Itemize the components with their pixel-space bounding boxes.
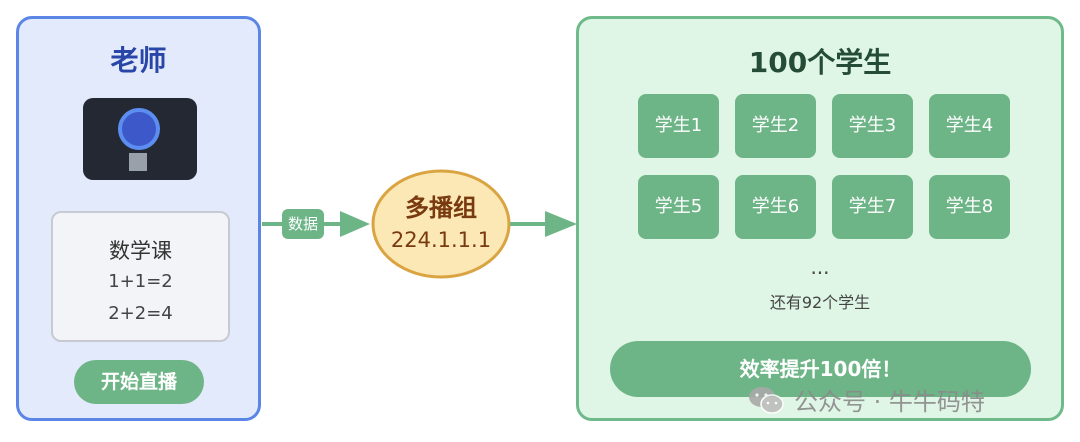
camera-icon	[83, 98, 197, 180]
data-label: 数据	[282, 209, 324, 239]
student-tile: 学生7	[832, 175, 913, 239]
group-address: 224.1.1.1	[390, 228, 492, 252]
camera-stand	[129, 153, 147, 171]
start-live-button[interactable]: 开始直播	[74, 360, 204, 404]
group-name: 多播组	[405, 194, 477, 222]
camera-lens	[118, 108, 160, 150]
teacher-panel: 老师 数学课 1+1=2 2+2=4 开始直播	[16, 16, 261, 421]
lesson-title: 数学课	[109, 239, 172, 263]
student-tile: 学生1	[638, 94, 719, 158]
arrow-head-in	[340, 211, 370, 237]
student-tile: 学生6	[735, 175, 816, 239]
student-tile: 学生3	[832, 94, 913, 158]
teacher-title: 老师	[110, 44, 167, 77]
watermark-text: 公众号 · 牛牛码特	[794, 388, 985, 416]
lesson-line-2: 2+2=4	[108, 303, 173, 324]
student-tile: 学生8	[929, 175, 1010, 239]
ellipsis: ...	[810, 255, 830, 279]
arrow-head-out	[545, 211, 577, 237]
more-students-text: 还有92个学生	[769, 293, 871, 312]
efficiency-banner: 效率提升100倍！	[610, 341, 1031, 397]
lesson-box: 数学课 1+1=2 2+2=4	[51, 211, 230, 342]
student-tile: 学生4	[929, 94, 1010, 158]
student-tile: 学生2	[735, 94, 816, 158]
multicast-group-node	[371, 169, 511, 279]
student-tile: 学生5	[638, 175, 719, 239]
watermark: 公众号 · 牛牛码特	[748, 382, 985, 417]
students-panel: 100个学生 学生1 学生2 学生3 学生4 学生5 学生6 学生7 学生8 .…	[576, 16, 1064, 421]
students-title: 100个学生	[748, 46, 892, 79]
lesson-line-1: 1+1=2	[108, 271, 173, 292]
wechat-icon	[749, 386, 784, 414]
